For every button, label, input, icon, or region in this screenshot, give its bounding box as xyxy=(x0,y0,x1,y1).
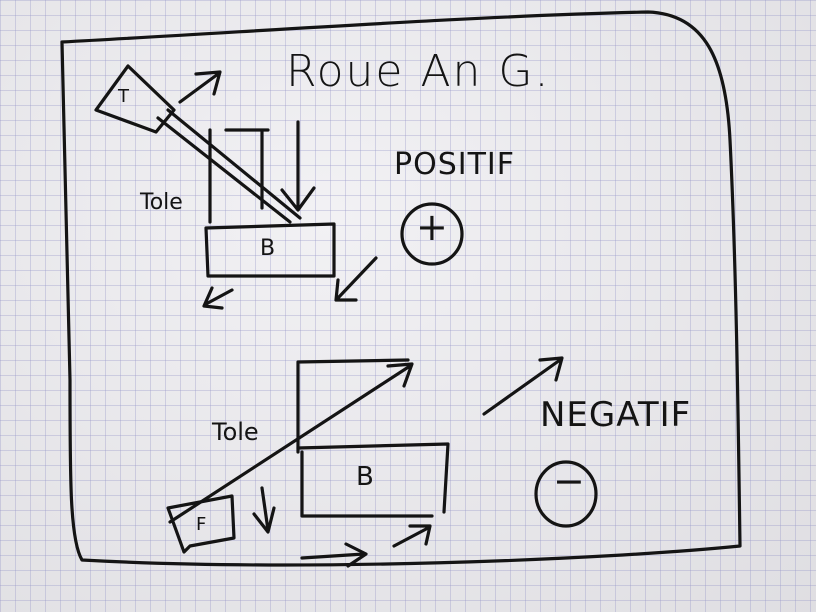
arrow-up-right-middle xyxy=(482,356,564,416)
arrow-down-small xyxy=(252,486,276,534)
positive-sign: + xyxy=(416,205,448,249)
negative-sign: − xyxy=(553,459,585,503)
label-block-bottom: B xyxy=(356,462,374,492)
label-tool-top: T xyxy=(118,86,129,107)
arrow-up-right-bottom xyxy=(392,524,432,548)
tole-top-shape xyxy=(208,128,270,224)
arrow-right-bottom xyxy=(300,542,368,568)
arrow-down xyxy=(280,120,316,212)
label-negatif: NEGATIF xyxy=(540,395,692,435)
block-top-shape xyxy=(204,222,336,278)
label-positif: POSITIF xyxy=(394,147,516,182)
shaft-top xyxy=(156,108,302,224)
page-title: Roue An G. xyxy=(286,46,551,97)
block-bottom-shape xyxy=(296,442,450,518)
positive-circle xyxy=(400,202,464,266)
arrow-up-right xyxy=(178,70,222,104)
label-tool-bottom: F xyxy=(196,514,207,535)
label-tole-bottom: Tole xyxy=(212,418,259,446)
label-tole-top: Tole xyxy=(140,190,183,215)
tole-bottom-shape xyxy=(296,358,410,454)
negative-circle xyxy=(534,460,598,528)
arrow-left-down-small xyxy=(202,286,234,310)
tool-bottom xyxy=(166,494,236,554)
outer-frame xyxy=(60,10,742,567)
tool-top xyxy=(94,64,176,134)
arrow-diagonal-long xyxy=(168,362,414,524)
arrow-down-left xyxy=(334,256,378,302)
label-block-top: B xyxy=(260,236,276,261)
